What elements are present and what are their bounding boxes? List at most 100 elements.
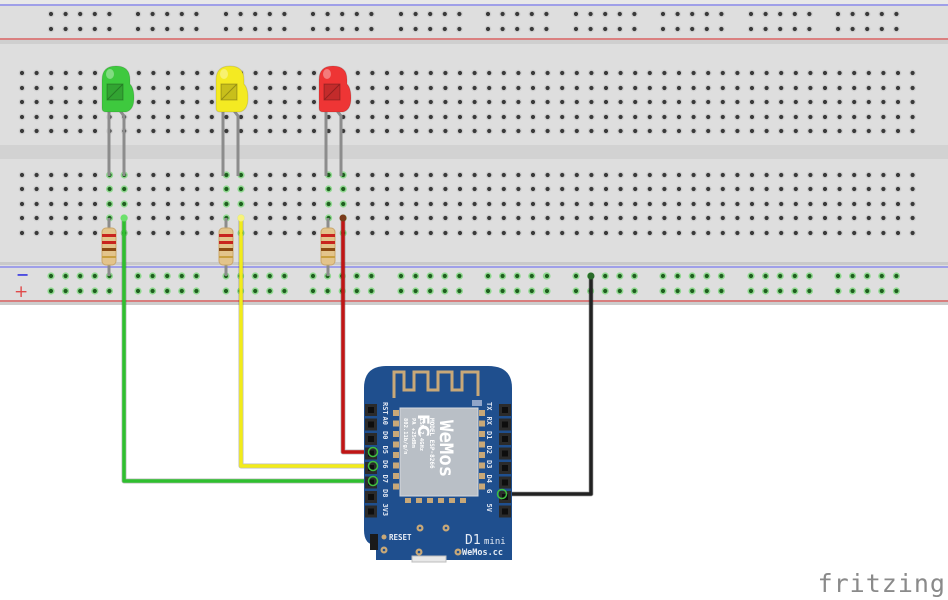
- resistor-yellow[interactable]: [218, 218, 234, 276]
- resistor-green[interactable]: [101, 218, 117, 276]
- resistor-body: [101, 227, 117, 266]
- terminal-hole: [370, 99, 375, 105]
- terminal-hole: [618, 114, 623, 120]
- board-title: D1: [465, 533, 481, 548]
- bottom-rail-hole: [690, 288, 695, 294]
- terminal-hole: [370, 85, 375, 91]
- led-highlight: [323, 69, 331, 79]
- bottom-rail-hole: [413, 273, 418, 279]
- wire-endpoint: [120, 214, 128, 222]
- terminal-hole: [63, 215, 68, 221]
- red-wire-d5[interactable]: [341, 218, 373, 454]
- green-led[interactable]: [101, 65, 135, 176]
- terminal-hole: [866, 85, 871, 91]
- terminal-hole: [749, 99, 755, 105]
- pin-label-d8: D8: [381, 489, 389, 497]
- terminal-hole: [574, 114, 579, 120]
- terminal-hole: [895, 230, 901, 236]
- terminal-hole: [720, 230, 725, 236]
- terminal-hole: [384, 128, 390, 134]
- terminal-hole: [92, 70, 98, 76]
- pin-label-3v3: 3V3: [381, 504, 389, 517]
- top-rail-hole: [690, 26, 695, 32]
- terminal-hole: [472, 201, 477, 207]
- terminal-hole: [253, 128, 258, 134]
- red-led[interactable]: [318, 65, 352, 176]
- top-rail-hole: [763, 26, 768, 32]
- bottom-rail-hole: [850, 273, 855, 279]
- terminal-hole: [808, 99, 813, 105]
- terminal-hole: [603, 230, 609, 236]
- terminal-hole: [414, 70, 419, 76]
- terminal-hole: [34, 70, 39, 76]
- terminal-hole: [603, 186, 609, 192]
- terminal-hole: [443, 186, 448, 192]
- yellow-wire-d6[interactable]: [239, 218, 373, 468]
- terminal-hole: [852, 128, 857, 134]
- terminal-hole: [910, 128, 915, 134]
- terminal-hole: [720, 201, 725, 207]
- terminal-hole: [603, 114, 609, 120]
- terminal-hole: [720, 114, 725, 120]
- black-wire-gnd[interactable]: [502, 276, 593, 496]
- terminal-hole: [735, 128, 740, 134]
- terminal-hole: [311, 230, 317, 236]
- terminal-hole: [822, 128, 828, 134]
- terminal-hole: [238, 114, 244, 120]
- terminal-hole: [764, 230, 769, 236]
- terminal-hole: [837, 70, 842, 76]
- pin-label-d7: D7: [381, 475, 389, 483]
- top-rail-hole: [310, 11, 316, 17]
- top-rail-hole: [660, 11, 666, 17]
- terminal-hole: [63, 114, 68, 120]
- terminal-hole: [910, 215, 915, 221]
- bottom-rail-hole: [413, 288, 418, 294]
- terminal-hole: [63, 70, 68, 76]
- top-rail-hole: [223, 26, 229, 32]
- terminal-hole: [793, 186, 798, 192]
- bottom-rail-hole: [253, 288, 258, 294]
- terminal-hole: [530, 172, 536, 178]
- terminal-hole: [180, 70, 185, 76]
- pin-label-d2: D2: [485, 446, 493, 454]
- yellow-led[interactable]: [215, 65, 249, 176]
- terminal-hole: [793, 85, 798, 91]
- terminal-hole: [151, 230, 156, 236]
- resistor-band: [321, 241, 335, 244]
- module-pad: [479, 441, 485, 448]
- wire-endpoint: [339, 214, 347, 222]
- micro-usb-port[interactable]: [411, 555, 447, 563]
- terminal-hole: [399, 85, 404, 91]
- terminal-hole: [808, 230, 813, 236]
- terminal-hole: [837, 114, 842, 120]
- terminal-hole: [355, 215, 360, 221]
- terminal-hole: [910, 114, 915, 120]
- board-title-sub: mini: [484, 537, 506, 547]
- bottom-rail-hole: [282, 288, 287, 294]
- top-rail-hole: [588, 26, 593, 32]
- terminal-hole: [370, 201, 375, 207]
- bottom-rail-hole: [632, 273, 637, 279]
- terminal-hole: [180, 186, 185, 192]
- top-rail-hole: [603, 11, 608, 17]
- bottom-rail-hole: [485, 288, 491, 294]
- reset-button[interactable]: [370, 534, 378, 550]
- terminal-hole: [282, 85, 287, 91]
- terminal-hole: [603, 85, 609, 91]
- terminal-hole: [895, 114, 901, 120]
- terminal-hole: [633, 230, 638, 236]
- top-rail-hole: [92, 26, 97, 32]
- terminal-hole: [209, 99, 214, 105]
- terminal-hole: [282, 186, 287, 192]
- resistor-red[interactable]: [320, 218, 336, 276]
- green-wire-d7[interactable]: [122, 218, 373, 483]
- smd-component: [472, 400, 482, 406]
- terminal-hole: [618, 128, 623, 134]
- top-rail-hole: [588, 11, 593, 17]
- bottom-rail-hole: [165, 273, 170, 279]
- terminal-hole: [253, 85, 258, 91]
- terminal-hole: [384, 186, 390, 192]
- terminal-hole: [647, 85, 652, 91]
- terminal-hole: [735, 172, 740, 178]
